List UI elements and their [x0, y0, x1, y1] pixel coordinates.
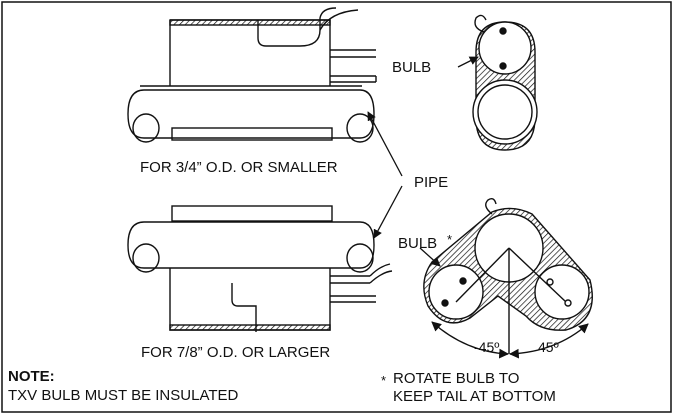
strap-large	[171, 205, 333, 222]
large-pipe-side-view	[127, 205, 393, 332]
label-angle-left: -45º	[474, 339, 499, 355]
large-pipe	[144, 221, 360, 269]
bulb-hatch-strip	[169, 19, 331, 26]
caption-large-pipe: FOR 7/8” O.D. OR LARGER	[141, 344, 330, 361]
note-title: NOTE:	[8, 368, 55, 385]
bulb-circle-top	[478, 21, 532, 75]
note-text: TXV BULB MUST BE INSULATED	[8, 387, 238, 404]
rotate-line-2: KEEP TAIL AT BOTTOM	[393, 388, 556, 405]
label-pipe: PIPE	[414, 174, 448, 191]
pipe-arrow-up	[367, 111, 403, 177]
bulb-cylinder-bottom	[169, 268, 331, 331]
label-bulb-bottom-mark: *	[447, 232, 452, 247]
capillary-tube-outer	[319, 9, 359, 31]
small-pipe	[144, 89, 360, 139]
large-pipe-cross-section	[423, 197, 593, 359]
bulb-circle-right	[534, 264, 590, 320]
bulb-cylinder-top	[169, 19, 331, 86]
strap-small	[171, 127, 333, 141]
rotate-mark: *	[381, 373, 386, 388]
small-pipe-side-view	[127, 7, 377, 143]
capillary-tube	[257, 7, 337, 47]
angle-arc-right	[509, 323, 589, 359]
label-bulb-bottom: BULB	[398, 235, 437, 252]
bulb-circle-left	[428, 264, 484, 320]
pipe-circle-top	[472, 79, 538, 145]
angle-arc-left	[431, 321, 509, 359]
pipe-arrow-down	[373, 185, 403, 239]
rotate-line-1: ROTATE BULB TO	[393, 370, 519, 387]
bulb-bottom-arrow	[419, 247, 441, 267]
label-bulb-top: BULB	[392, 59, 431, 76]
bulb-top-arrow	[457, 56, 479, 68]
label-angle-right: 45º	[538, 339, 559, 355]
caption-small-pipe: FOR 3/4” O.D. OR SMALLER	[140, 159, 338, 176]
small-pipe-cross-section	[472, 14, 538, 151]
